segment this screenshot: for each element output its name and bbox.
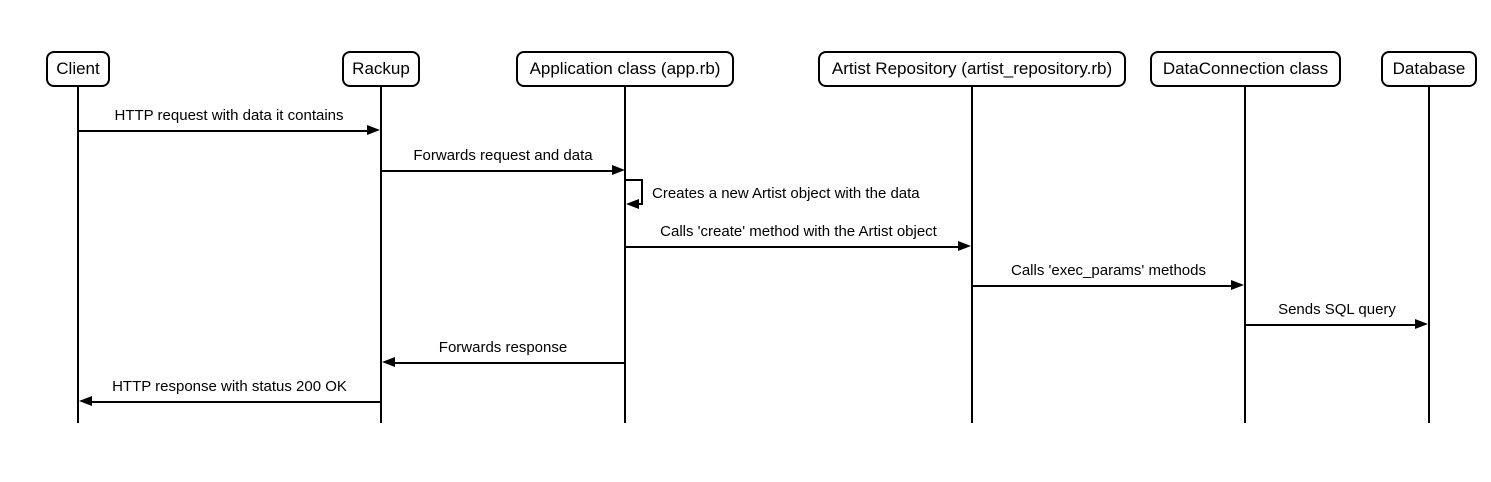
actor-label: Artist Repository (artist_repository.rb) xyxy=(831,59,1113,78)
message-line xyxy=(381,170,612,172)
message-label: HTTP response with status 200 OK xyxy=(112,378,347,395)
message-line xyxy=(395,362,624,364)
lifeline-application-class xyxy=(624,87,626,423)
actor-dataconnection-class: DataConnection class xyxy=(1150,51,1341,87)
message-label: HTTP request with data it contains xyxy=(114,107,344,124)
message-line xyxy=(973,285,1231,287)
lifeline-client xyxy=(77,87,79,423)
lifeline-artist-repository xyxy=(971,87,973,423)
lifeline-dataconnection-class xyxy=(1244,87,1246,423)
message-line xyxy=(626,246,958,248)
message-label: Creates a new Artist object with the dat… xyxy=(652,185,920,202)
arrowhead-left-icon xyxy=(79,396,92,406)
arrowhead-left-icon xyxy=(382,357,395,367)
actor-artist-repository: Artist Repository (artist_repository.rb) xyxy=(818,51,1126,87)
message-line xyxy=(1246,324,1415,326)
actor-label: Client xyxy=(56,59,100,78)
arrowhead-right-icon xyxy=(1231,280,1244,290)
actor-label: Database xyxy=(1392,59,1466,78)
message-label: Calls 'create' method with the Artist ob… xyxy=(660,223,937,240)
arrowhead-left-icon xyxy=(626,199,639,209)
actor-rackup: Rackup xyxy=(342,51,420,87)
message-label: Calls 'exec_params' methods xyxy=(1011,262,1206,279)
message-label: Sends SQL query xyxy=(1278,301,1396,318)
message-line xyxy=(92,401,380,403)
lifeline-database xyxy=(1428,87,1430,423)
arrowhead-right-icon xyxy=(367,125,380,135)
self-message-line-top xyxy=(626,179,643,181)
lifeline-rackup xyxy=(380,87,382,423)
actor-database: Database xyxy=(1381,51,1477,87)
actor-client: Client xyxy=(46,51,110,87)
message-label: Forwards request and data xyxy=(413,147,593,164)
arrowhead-right-icon xyxy=(1415,319,1428,329)
arrowhead-right-icon xyxy=(958,241,971,251)
actor-label: Rackup xyxy=(352,59,410,78)
message-line xyxy=(78,130,367,132)
actor-label: DataConnection class xyxy=(1162,59,1329,78)
actor-label: Application class (app.rb) xyxy=(529,59,721,78)
message-label: Forwards response xyxy=(438,339,568,356)
arrowhead-right-icon xyxy=(612,165,625,175)
actor-application-class: Application class (app.rb) xyxy=(516,51,734,87)
self-message-line-right xyxy=(641,179,643,205)
